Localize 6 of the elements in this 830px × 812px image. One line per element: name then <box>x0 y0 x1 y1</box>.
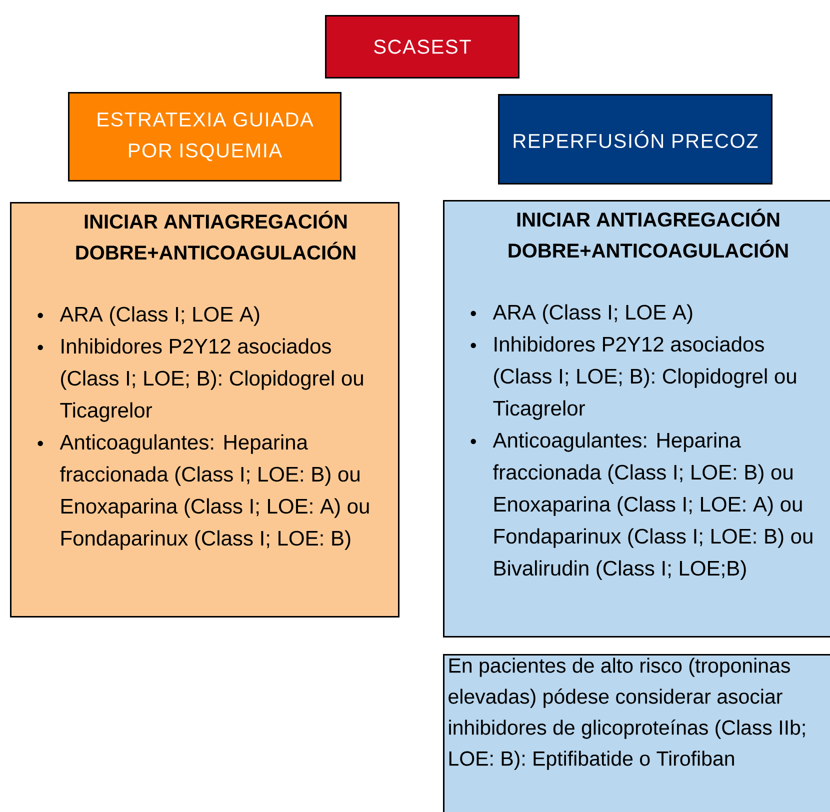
content-box: INICIAR ANTIAGREGACIÓN DOBRE+ANTICOAGULACIÓN ARA (Class I; LOE A) Inhibidores P2Y12 asociados (Class I; LOE; B): Clopidogrel ou Ticagrelor Anticoagulantes: Heparina fraccionada (Class I; LOE: B) ou Enoxaparina (Class I; LOE: A) ou Fondaparinux (Class I; LOE: B) ou Bivalirudin (Class I; LOE;B) <box>443 200 830 638</box>
note-box: En pacientes de alto risco (troponinas elevadas) pódese considerar asociar inhibidores de glicoproteínas (Class IIb; LOE: B): Eptifibatide o Tirofiban <box>443 654 830 812</box>
title-box: REPERFUSIÓN PRECOZ <box>498 94 772 184</box>
title-box: ESTRATEXIA GUIADA POR ISQUEMIA <box>68 92 342 182</box>
title-box: SCASEST <box>325 15 520 78</box>
content-box: INICIAR ANTIAGREGACIÓN DOBRE+ANTICOAGULACIÓN ARA (Class I; LOE A) Inhibidores P2Y12 asociados (Class I; LOE; B): Clopidogrel ou Ticagrelor Anticoagulantes: Heparina fraccionada (Class I; LOE: B) ou Enoxaparina (Class I; LOE: A) ou Fondaparinux (Class I; LOE: B) <box>10 202 400 618</box>
